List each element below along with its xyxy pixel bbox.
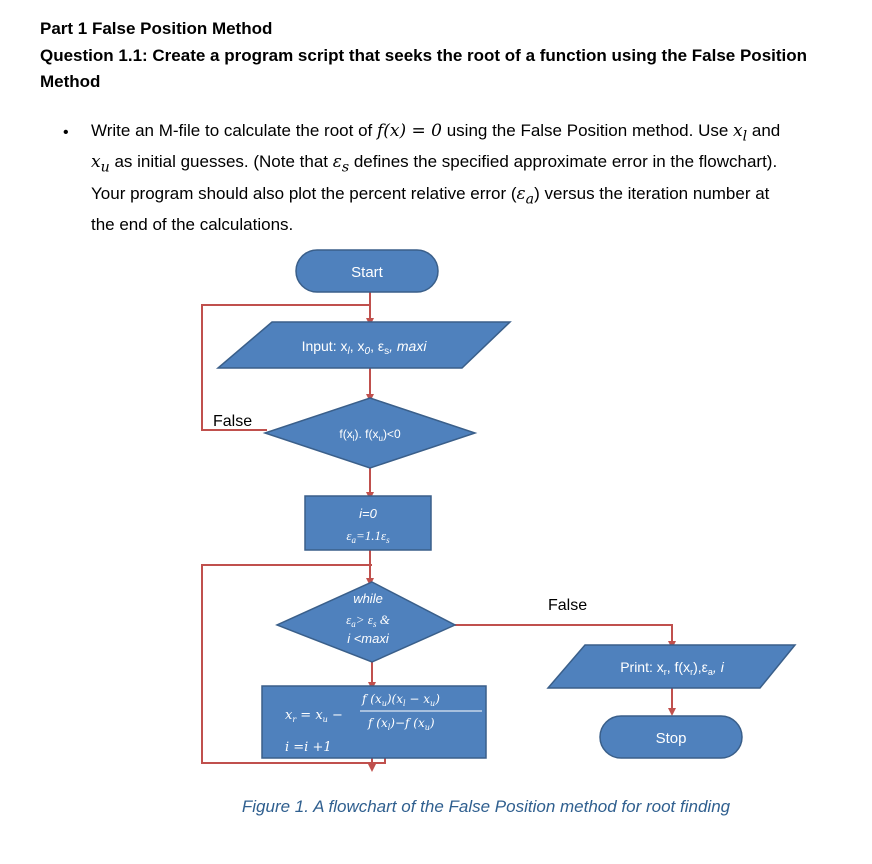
caption-text: Figure 1. A flowchart of the False Posit… — [241, 797, 731, 816]
init-line-1: i=0 — [359, 506, 377, 521]
while-line-3: i <maxi — [347, 631, 390, 646]
part-title: Part 1 False Position Method — [40, 19, 273, 38]
start-terminal — [295, 249, 439, 293]
false-branch-print — [455, 624, 676, 649]
update-process — [261, 685, 487, 759]
update-numerator: f (xu)(xl − xu) — [361, 692, 440, 708]
decision-sign-label: f(xl). f(xu)<0 — [339, 427, 401, 443]
figure-caption: Figure 1. A flowchart of the False Posit… — [0, 797, 872, 817]
start-label: Start — [351, 264, 384, 281]
math-sub: u — [100, 159, 110, 176]
math-epsilon: ε — [516, 183, 526, 204]
update-formula: xr = xu − f (xu)(xl − xu) f (xl)−f (xu) … — [285, 692, 482, 755]
init-line-2: εa=1.1εs — [346, 528, 390, 545]
while-line-1: while — [353, 591, 383, 606]
math-x: x — [733, 121, 743, 141]
input-label: Input: xl, x0, εs, maxi — [302, 338, 428, 357]
math-epsilon: ε — [332, 152, 342, 173]
stop-terminal — [599, 715, 743, 759]
text-segment: using the False Position method. Use — [442, 121, 734, 140]
stop-label: Stop — [656, 730, 687, 747]
print-label: Print: xr, f(xr),εa, i — [620, 659, 725, 677]
decision-sign-check — [262, 397, 478, 469]
text-segment: defines the specified approximate error … — [91, 152, 778, 203]
text-segment: ) versus the iteration number at the end… — [91, 183, 770, 235]
question-title: Question 1.1: Create a program script th… — [40, 46, 808, 91]
print-parallelogram — [546, 644, 797, 689]
input-parallelogram — [215, 321, 512, 369]
math-sub: l — [742, 128, 748, 145]
flowchart: Start Input: xl, x0, εs, maxi f(xl). f(x… — [201, 249, 797, 772]
while-decision — [275, 581, 457, 663]
math-x: x — [91, 152, 101, 173]
false-label-sign: False — [213, 413, 252, 430]
false-loop-input — [201, 304, 370, 431]
math-sub: s — [341, 159, 350, 176]
init-process — [304, 495, 432, 551]
while-line-2: εa> εs & — [346, 612, 391, 629]
text-segment: and — [747, 121, 781, 140]
update-lhs: xr = xu − — [285, 708, 343, 724]
update-denominator: f (xl)−f (xu) — [367, 716, 435, 732]
bullet-paragraph: Write an M-file to calculate the root of… — [91, 118, 791, 237]
text-segment: Write an M-file to calculate the root of — [91, 121, 377, 140]
math-f-of-x: f(x) = 0 — [376, 121, 442, 141]
math-sub: a — [525, 191, 535, 208]
text-segment: as initial guesses. (Note that — [109, 152, 333, 172]
false-label-while: False — [548, 597, 587, 614]
bullet-icon: • — [63, 124, 69, 141]
update-counter: i =i +1 — [285, 740, 332, 755]
